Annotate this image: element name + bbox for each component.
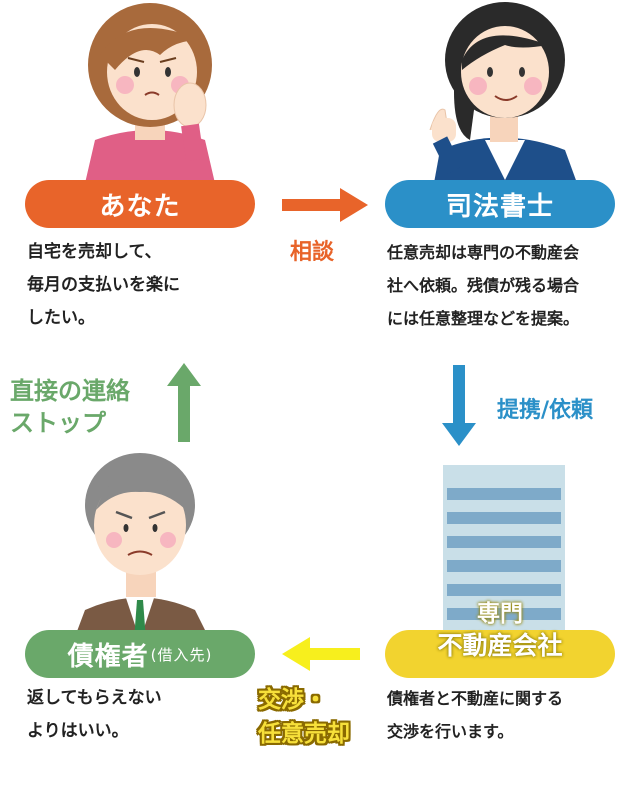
realestate-description-line-2: 交渉を行います。 xyxy=(387,722,514,741)
realestate-label-line-1: 専門 xyxy=(477,601,523,627)
consult-label: 相談 xyxy=(290,240,335,265)
realestate-label-line-2: 不動産会社 xyxy=(437,631,563,660)
scrivener-label-pill: 司法書士 xyxy=(385,180,615,228)
scrivener-description-line-1: 任意売却は専門の不動産会 xyxy=(387,243,580,262)
negotiate-label-line-2: 任意売却 xyxy=(258,721,350,747)
realestate-description-line-1: 債権者と不動産に関する xyxy=(387,689,564,708)
realestate-label: 専門 不動産会社 xyxy=(385,598,615,662)
stop-label: 直接の連絡 ストップ xyxy=(10,375,130,439)
negotiate-label: 交渉・ 任意売却 xyxy=(258,683,350,751)
stop-label-line-2: ストップ xyxy=(10,409,106,437)
you-description-line-1: 自宅を売却して、 xyxy=(27,242,162,262)
creditor-label-sub: (借入先) xyxy=(150,645,213,664)
you-description-line-3: したい。 xyxy=(27,308,95,328)
stop-label-line-1: 直接の連絡 xyxy=(10,377,130,405)
scrivener-description: 任意売却は専門の不動産会 社へ依頼。残債が残る場合 には任意整理などを提案。 xyxy=(387,236,579,335)
creditor-description-line-1: 返してもらえない xyxy=(27,688,162,708)
you-label: あなた xyxy=(99,191,181,222)
partner-label: 提携/依頼 xyxy=(497,398,594,423)
creditor-label: 債権者 xyxy=(67,641,149,672)
realestate-label-pill xyxy=(385,630,615,678)
you-description-line-2: 毎月の支払いを楽に xyxy=(27,275,180,295)
creditor-description-line-2: よりはいい。 xyxy=(27,721,129,741)
realestate-description: 債権者と不動産に関する 交渉を行います。 xyxy=(387,682,563,748)
scrivener-description-line-3: には任意整理などを提案。 xyxy=(387,309,580,328)
you-label-pill: あなた xyxy=(25,180,255,228)
negotiate-label-line-1: 交渉・ xyxy=(258,687,327,713)
you-description: 自宅を売却して、 毎月の支払いを楽に したい。 xyxy=(27,236,180,335)
creditor-description: 返してもらえない よりはいい。 xyxy=(27,682,162,748)
scrivener-description-line-2: 社へ依頼。残債が残る場合 xyxy=(387,276,580,295)
scrivener-label: 司法書士 xyxy=(445,191,554,222)
creditor-label-pill: 債権者(借入先) xyxy=(25,630,255,678)
